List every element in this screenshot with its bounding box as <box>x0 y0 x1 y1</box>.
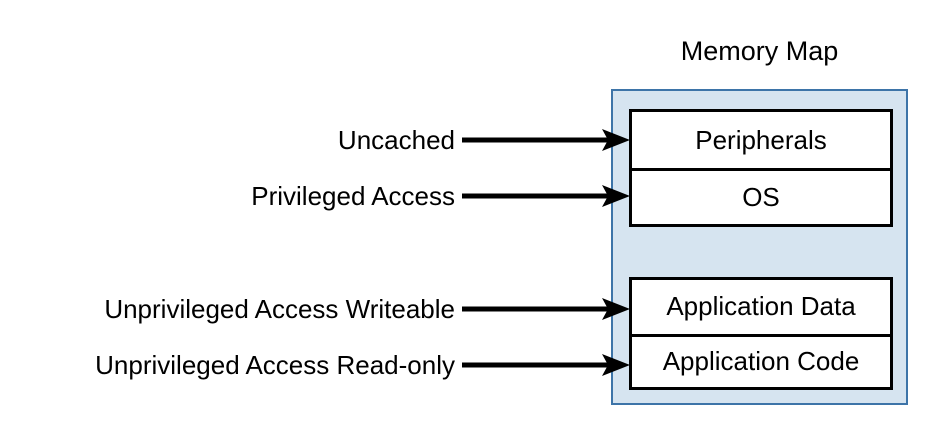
arrow-uncached-to-peripherals <box>462 127 630 153</box>
annotation-label-unprivileged-access-writeable: Unprivileged Access Writeable <box>104 294 455 324</box>
page-title: Memory Map <box>680 36 839 66</box>
region-application-code: Application Code <box>632 333 890 387</box>
annotation-label-uncached: Uncached <box>337 125 455 155</box>
annotation-label-unprivileged-access-read-only: Unprivileged Access Read-only <box>95 350 455 380</box>
annotation-label-privileged-access: Privileged Access <box>251 181 455 211</box>
region-os: OS <box>632 168 890 224</box>
arrow-privileged-access-to-os <box>462 183 630 209</box>
region-group-high-memory: Peripherals OS <box>629 109 893 227</box>
region-group-application: Application Data Application Code <box>629 277 893 390</box>
region-peripherals: Peripherals <box>632 112 890 168</box>
arrow-unprivileged-read-only-to-application-code <box>462 352 630 378</box>
region-application-data: Application Data <box>632 280 890 334</box>
arrow-unprivileged-writeable-to-application-data <box>462 296 630 322</box>
